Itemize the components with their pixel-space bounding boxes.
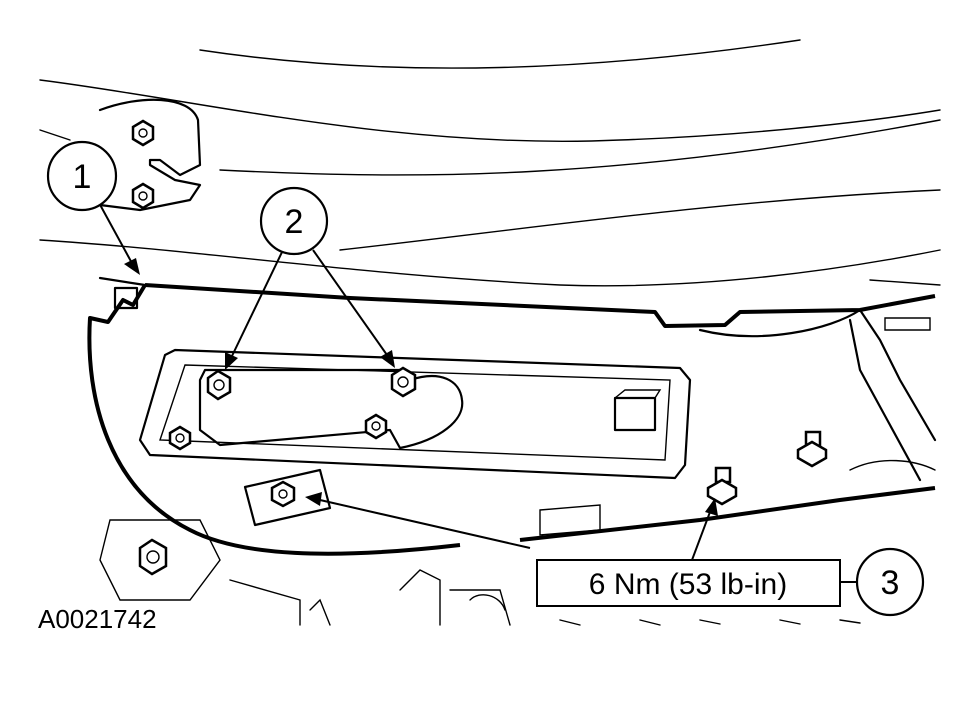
fastener-lower-left	[168, 425, 192, 451]
callout-3-label: 3	[881, 564, 900, 602]
leader-2	[225, 249, 395, 370]
leader-1	[97, 200, 140, 275]
retaining-clip	[113, 286, 139, 310]
callout-3: 3	[855, 547, 925, 617]
fastener-2-left	[206, 369, 232, 401]
fastener-2-right	[390, 366, 417, 398]
callout-1-label: 1	[73, 158, 92, 196]
callout-1: 1	[46, 140, 118, 212]
upper-bracket	[98, 98, 202, 212]
lower-components	[99, 519, 861, 626]
callout-2: 2	[259, 186, 329, 256]
fastener-right-stud	[796, 430, 828, 468]
right-side-structure	[519, 308, 937, 542]
torque-spec-box: 6 Nm (53 lb-in)	[536, 559, 841, 607]
fastener-3-stud	[706, 466, 738, 506]
fastener-3-tab	[270, 480, 296, 508]
callout-2-label: 2	[285, 203, 304, 241]
torque-spec-label: 6 Nm (53 lb-in)	[589, 568, 787, 601]
trim-panel	[87, 276, 936, 556]
figure-id: A0021742	[38, 604, 157, 634]
bracket-nut-upper	[131, 119, 155, 147]
background-body-lines	[39, 39, 941, 287]
fastener-lower-mid	[364, 413, 388, 440]
bracket-nut-lower	[131, 182, 155, 210]
